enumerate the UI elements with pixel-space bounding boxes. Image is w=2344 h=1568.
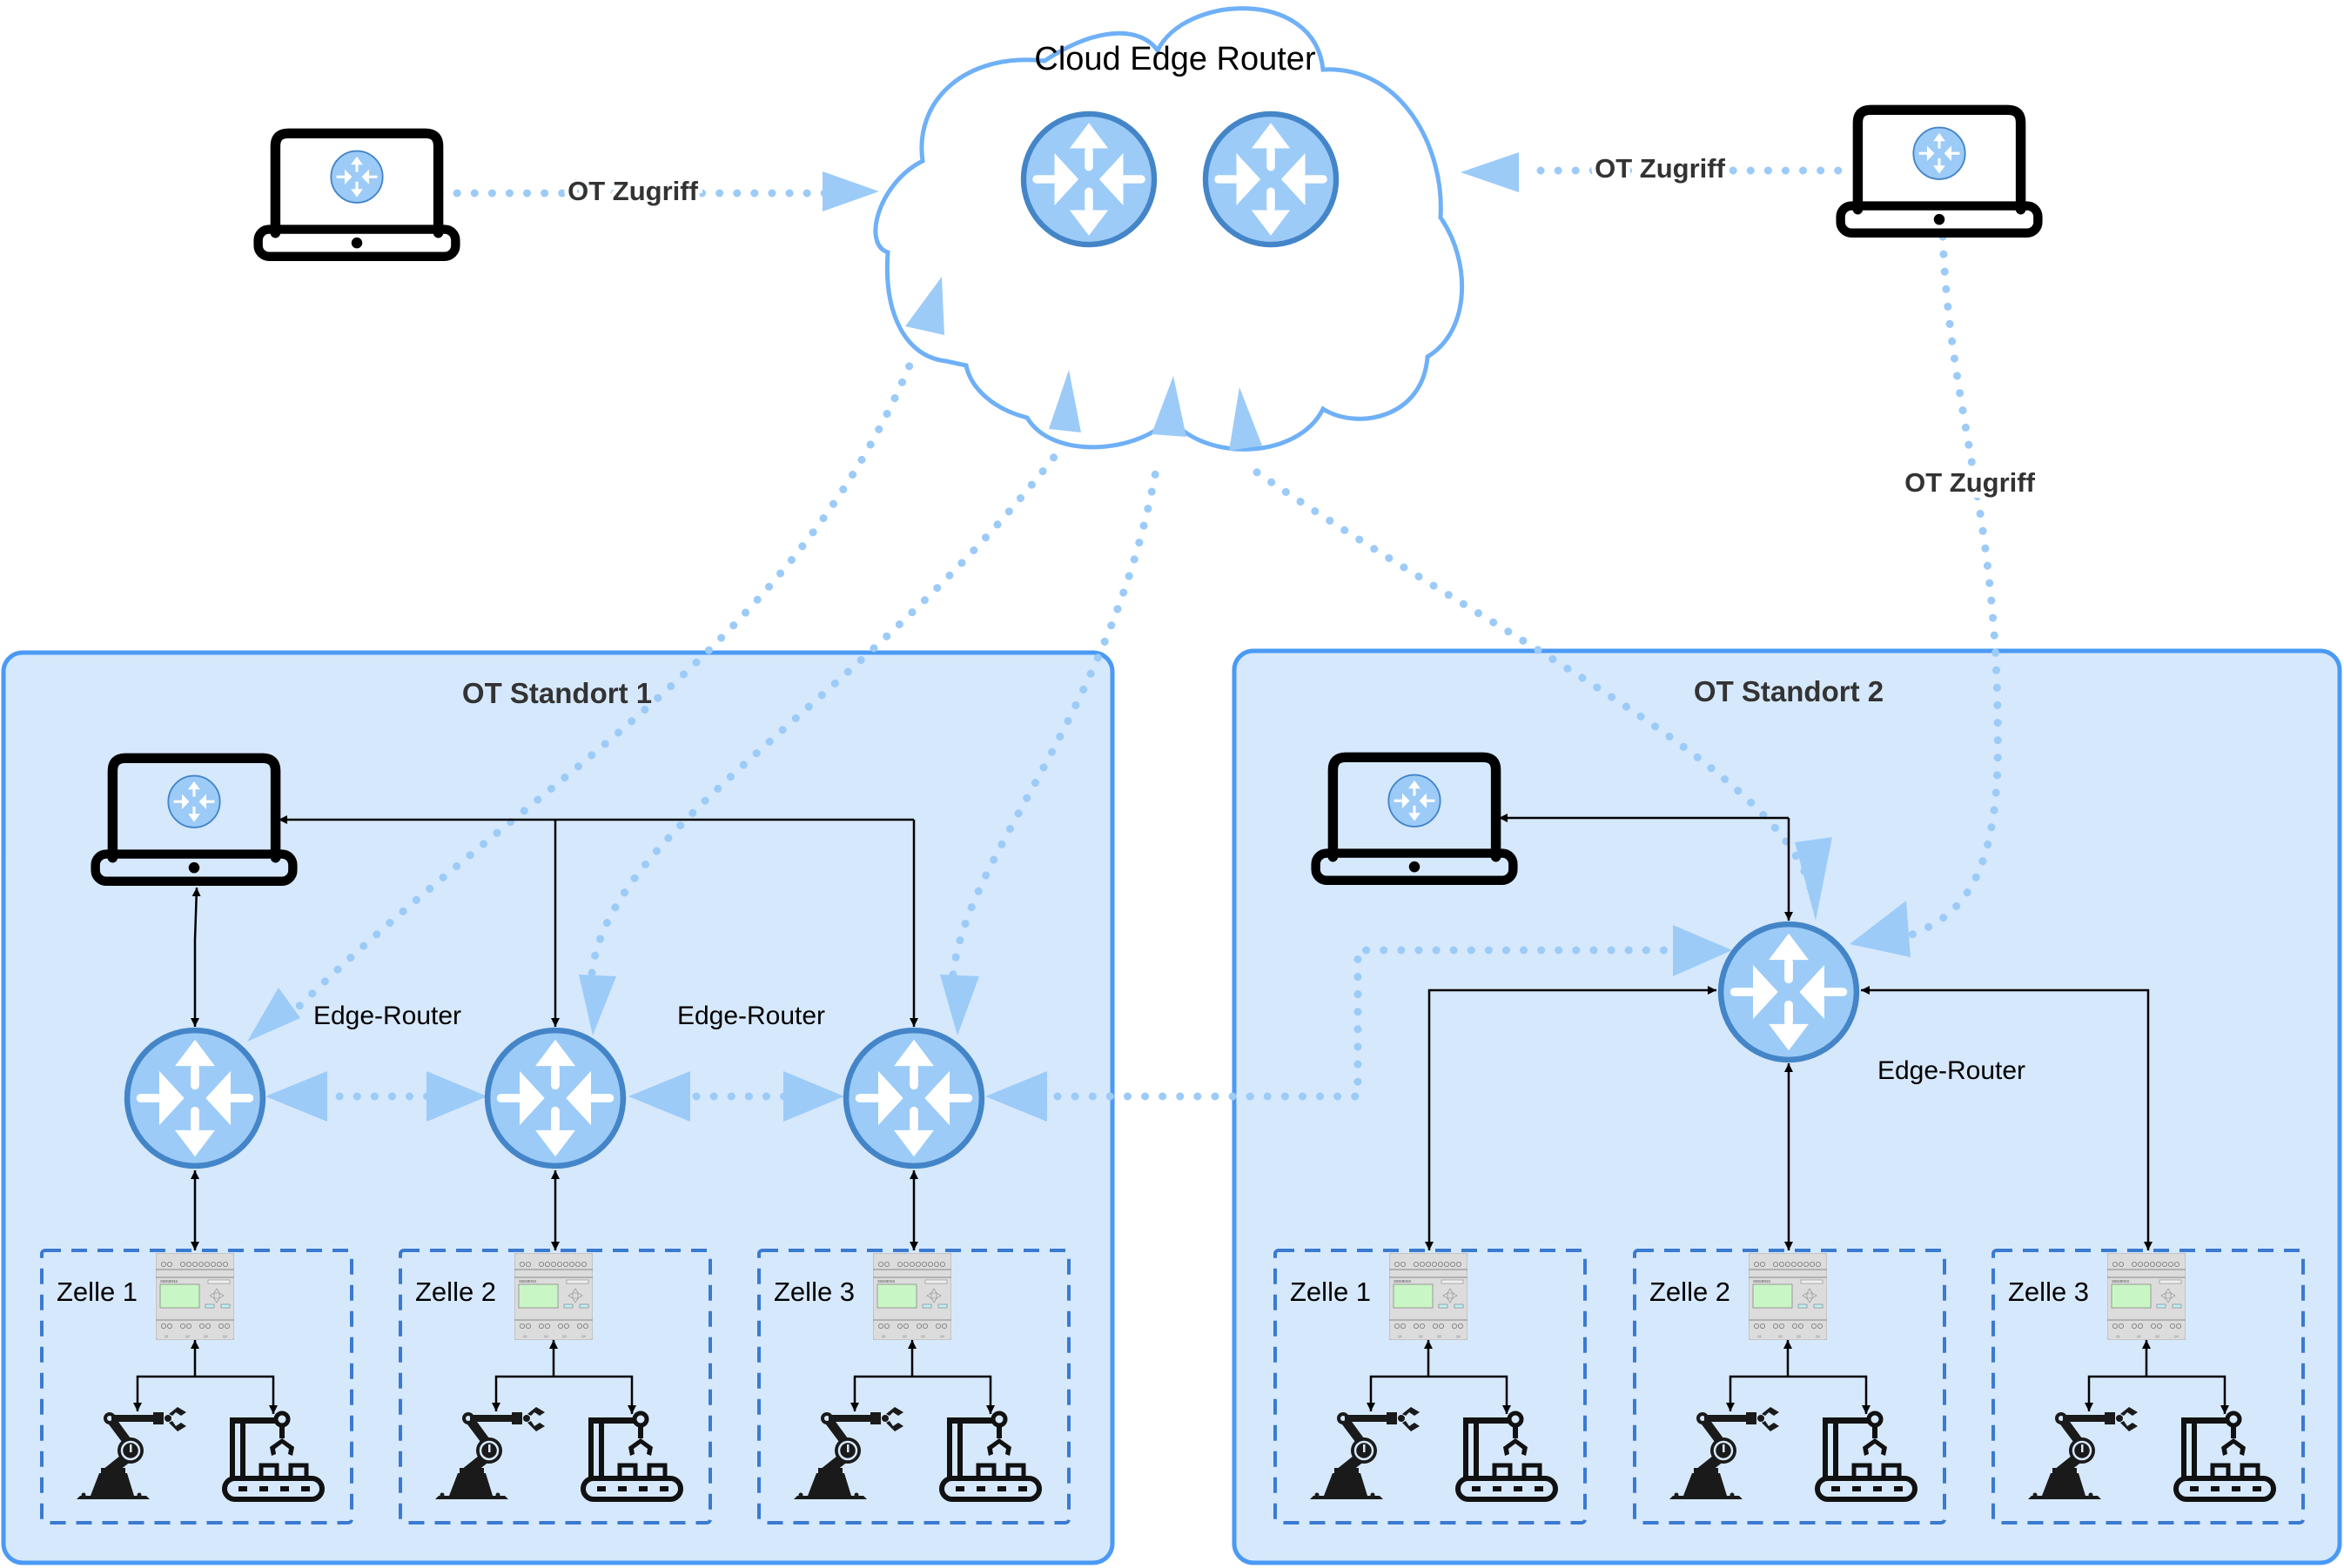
plc-icon[interactable] — [873, 1253, 951, 1340]
cell-label: Zelle 1 — [1290, 1277, 1371, 1307]
dotted-arrowheads — [247, 152, 1911, 1122]
site-1-title: OT Standort 1 — [462, 677, 652, 709]
remote-laptop-left-icon[interactable] — [259, 133, 456, 256]
cloud-label: Cloud Edge Router — [1034, 41, 1316, 77]
cell-1-1: Zelle 1 — [40, 1249, 353, 1524]
cell-links — [2085, 1340, 2229, 1414]
cell-2-1: Zelle 1 — [1273, 1249, 1587, 1524]
cell-links — [1367, 1340, 1511, 1414]
cells-layer: Zelle 1 Zelle 2 Zelle 3 Zelle 1 Zelle 2 Zelle… — [40, 1249, 2305, 1524]
cell-label: Zelle 1 — [57, 1277, 138, 1307]
plc-icon[interactable] — [1389, 1253, 1468, 1340]
cell-links — [492, 1340, 636, 1414]
remote-laptop-right-icon[interactable] — [1841, 110, 2038, 232]
site-1-router-1-icon[interactable] — [127, 1030, 263, 1166]
cell-label: Zelle 3 — [774, 1277, 855, 1307]
ot-access-label-right-down: OT Zugriff — [1904, 467, 2035, 498]
dotted-links — [283, 166, 2002, 1101]
site-1-router-label-2: Edge-Router — [677, 1002, 825, 1030]
cell-1-2: Zelle 2 — [399, 1249, 712, 1524]
site-1-black-links — [191, 815, 918, 1250]
site-1-router-label-1: Edge-Router — [313, 1002, 461, 1030]
cell-2-3: Zelle 3 — [1991, 1249, 2305, 1524]
cell-border — [1633, 1249, 1946, 1524]
cell-label: Zelle 2 — [1649, 1277, 1730, 1307]
cell-border — [399, 1249, 712, 1524]
site-2-router-icon[interactable] — [1721, 924, 1857, 1060]
cell-border — [1273, 1249, 1587, 1524]
site-2-router-label: Edge-Router — [1877, 1056, 2025, 1085]
cell-links — [1726, 1340, 1870, 1414]
site-1-router-3-icon[interactable] — [846, 1030, 982, 1166]
cell-border — [40, 1249, 353, 1524]
cloud-router-2-icon[interactable] — [1206, 114, 1336, 245]
ot-access-label-right: OT Zugriff — [1595, 153, 1725, 184]
cell-border — [1991, 1249, 2305, 1524]
cloud-router-1-icon[interactable] — [1024, 114, 1154, 245]
cell-label: Zelle 2 — [415, 1277, 496, 1307]
site-2-title: OT Standort 2 — [1694, 675, 1884, 707]
cell-2-2: Zelle 2 — [1633, 1249, 1946, 1524]
plc-icon[interactable] — [2107, 1253, 2186, 1340]
cell-border — [757, 1249, 1071, 1524]
cell-links — [850, 1340, 995, 1414]
site-2-black-links — [1425, 814, 2153, 1250]
site-1-router-2-icon[interactable] — [487, 1030, 623, 1166]
cell-1-3: Zelle 3 — [757, 1249, 1071, 1524]
cell-label: Zelle 3 — [2008, 1277, 2089, 1307]
ot-access-label-left: OT Zugriff — [568, 176, 698, 206]
plc-icon[interactable] — [514, 1253, 593, 1340]
cell-links — [133, 1340, 278, 1414]
plc-icon[interactable] — [156, 1253, 234, 1340]
plc-icon[interactable] — [1749, 1253, 1827, 1340]
